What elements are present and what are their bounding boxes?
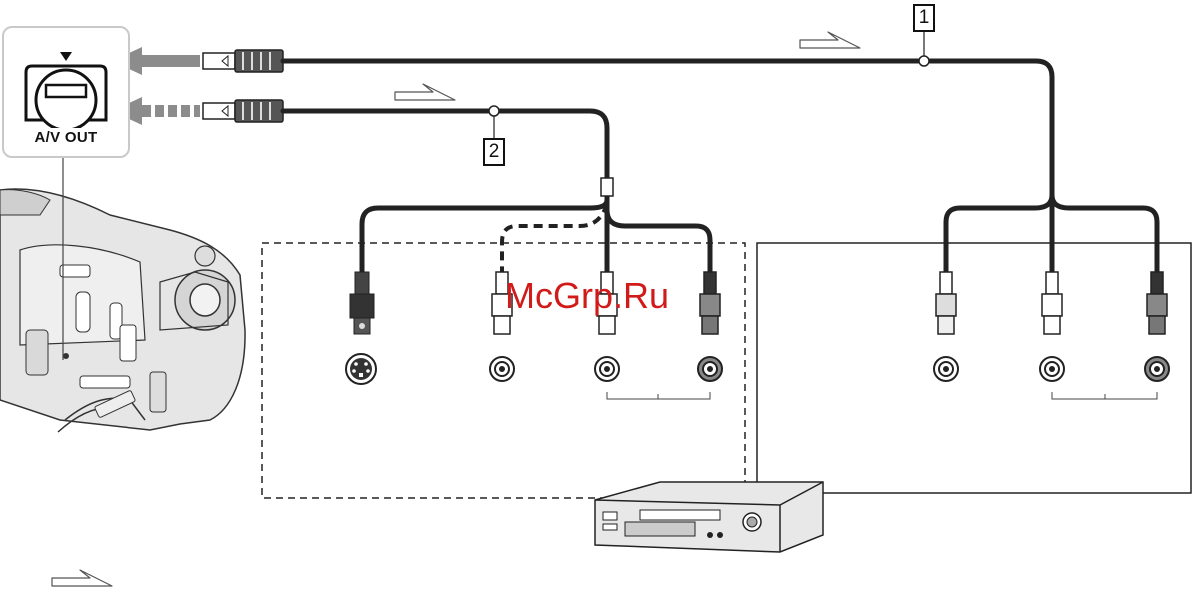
- audio-bracket-right: [1052, 392, 1157, 399]
- cable-1-marker: [919, 56, 929, 66]
- rca-plug-video-left: [492, 272, 512, 334]
- rca-jack-audio-l-left: [595, 357, 619, 381]
- cable-2-marker: [489, 106, 499, 116]
- rca-plug-audio-l-right: [1042, 272, 1062, 334]
- av-out-jack-icon: [4, 28, 128, 128]
- rca-plug-audio-r-right: [1147, 272, 1167, 334]
- av-out-jack-callout: A/V OUT: [2, 26, 130, 158]
- rca-plug-audio-l-left: [597, 272, 617, 334]
- rca-jack-video-left: [490, 357, 514, 381]
- rca-jack-audio-r-left: [698, 357, 722, 381]
- av-plug-2: [203, 100, 283, 122]
- rca-plug-audio-r-left: [700, 272, 720, 334]
- cable-1-number-label: 1: [913, 4, 935, 32]
- signal-flow-legend-arrow: [52, 570, 112, 586]
- cable-2: [283, 111, 710, 272]
- av-out-label: A/V OUT: [4, 129, 128, 146]
- vcr-illustration: [595, 482, 823, 552]
- cable-1: [283, 61, 1157, 272]
- rca-jack-audio-r-right: [1145, 357, 1169, 381]
- cable-2-splitter: [601, 178, 613, 196]
- signal-flow-arrow-2: [395, 84, 455, 100]
- rca-plug-video-right: [936, 272, 956, 334]
- cable-2-number-label: 2: [483, 138, 505, 166]
- signal-flow-arrow-1: [800, 32, 860, 48]
- camcorder-illustration: [0, 155, 245, 432]
- cable-2-optional-branch: [502, 204, 607, 272]
- right-device-input-panel: [757, 243, 1191, 493]
- s-video-plug: [350, 272, 374, 334]
- s-video-jack: [346, 354, 376, 384]
- av-plug-1: [203, 50, 283, 72]
- audio-bracket-left: [607, 392, 710, 399]
- rca-jack-video-right: [934, 357, 958, 381]
- rca-jack-audio-l-right: [1040, 357, 1064, 381]
